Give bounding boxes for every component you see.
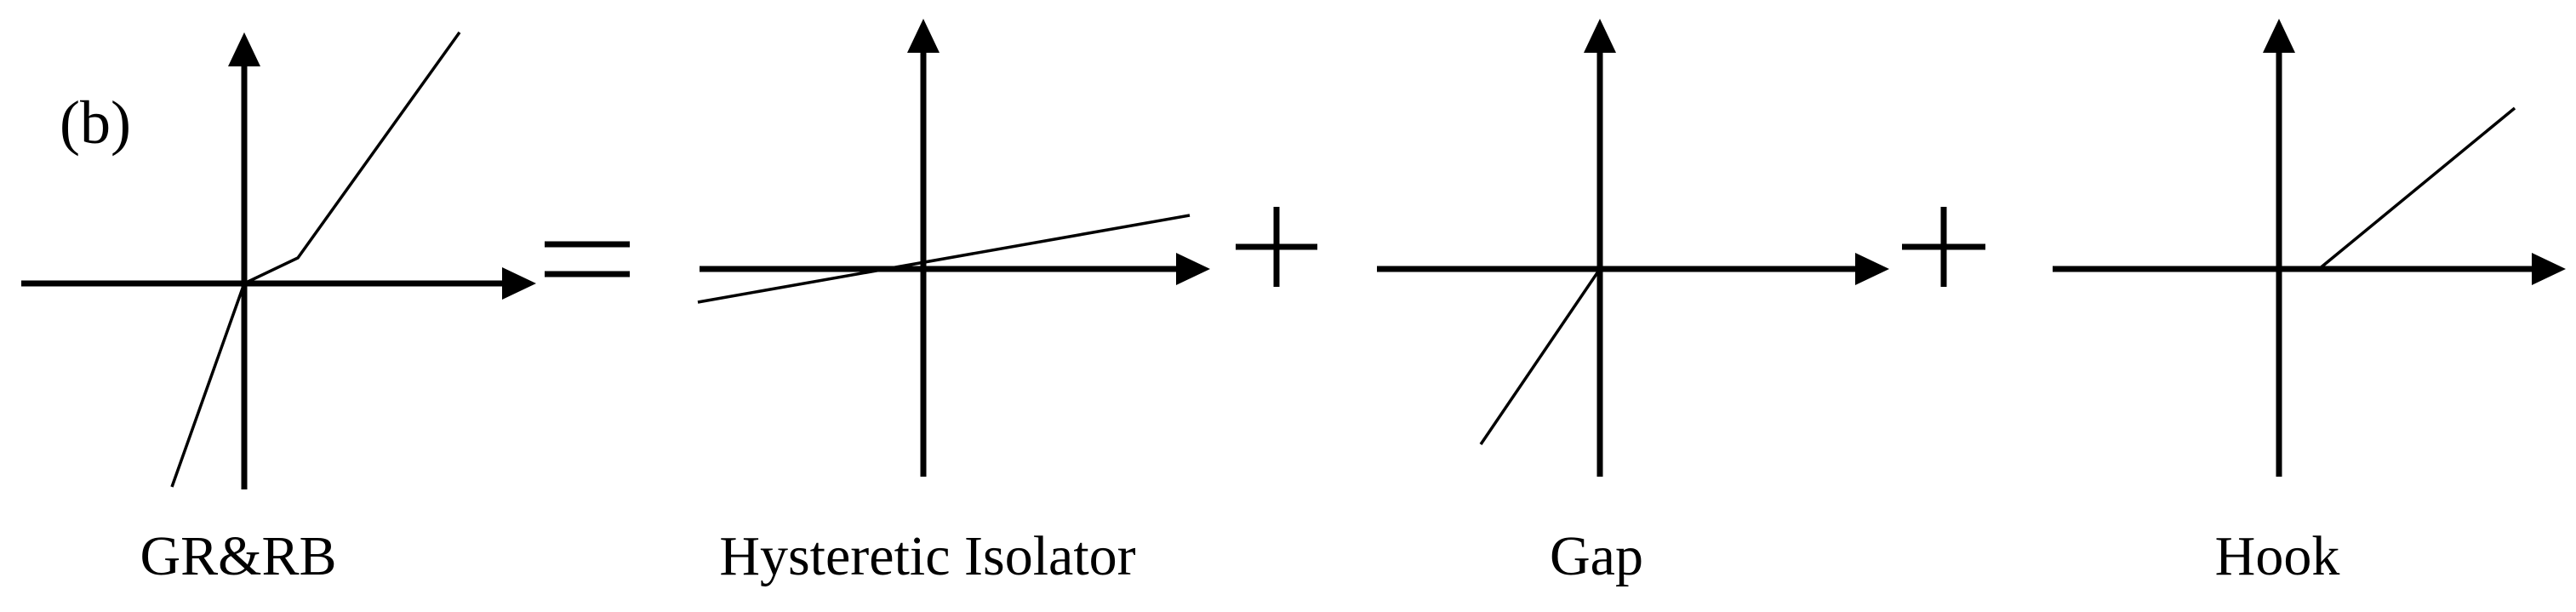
force-deformation-curve: [697, 214, 1191, 304]
y-axis-arrow-icon: [907, 19, 940, 53]
panel-hook: Hook: [2053, 19, 2566, 587]
force-deformation-curve: [170, 31, 461, 488]
y-axis-arrow-icon: [1584, 19, 1616, 53]
operator-plus: [1236, 207, 1317, 287]
x-axis-arrow-icon: [1176, 253, 1210, 285]
panel-gap: Gap: [1377, 19, 1889, 587]
force-deformation-curve: [1479, 268, 1602, 445]
x-axis-arrow-icon: [1855, 253, 1889, 285]
caption-gr-rb: GR&RB: [140, 525, 336, 587]
panel-gr-rb: GR&RB: [21, 31, 536, 587]
y-axis-arrow-icon: [228, 32, 260, 66]
caption-hysteretic-isolator: Hysteretic Isolator: [719, 525, 1135, 587]
caption-gap: Gap: [1550, 525, 1643, 587]
operator-equals: [545, 241, 630, 277]
panel-label: (b): [60, 89, 131, 157]
operator-plus: [1902, 207, 1985, 287]
caption-hook: Hook: [2215, 525, 2340, 587]
x-axis-arrow-icon: [2532, 253, 2566, 285]
x-axis-arrow-icon: [502, 267, 536, 300]
force-deformation-curve: [2317, 106, 2516, 271]
y-axis-arrow-icon: [2263, 19, 2295, 53]
panel-hysteretic-isolator: Hysteretic Isolator: [697, 19, 1210, 587]
